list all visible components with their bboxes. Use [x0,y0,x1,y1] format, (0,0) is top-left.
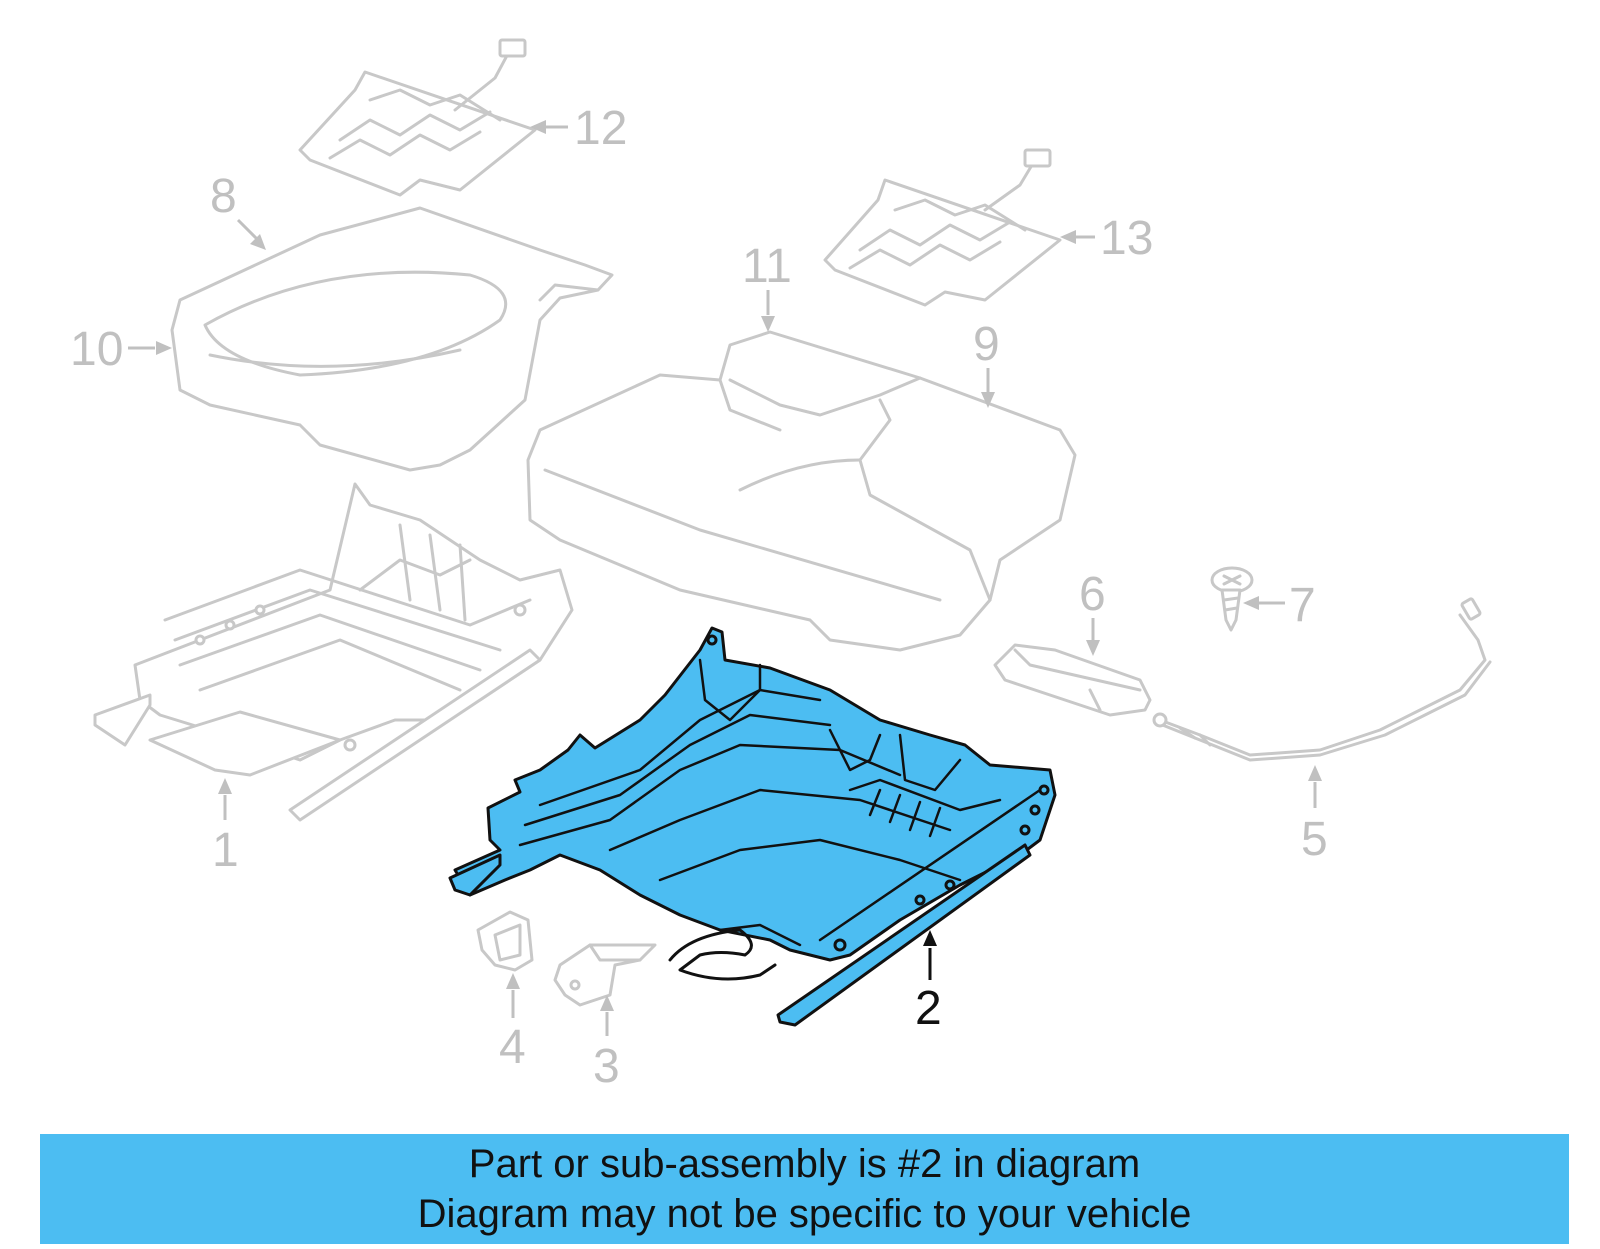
callout-4: 4 [499,1021,526,1074]
info-banner: Part or sub-assembly is #2 in diagram Di… [40,1134,1569,1244]
banner-line-disclaimer: Diagram may not be specific to your vehi… [417,1192,1192,1236]
part-9-seat-cushion[interactable] [526,330,1077,652]
part-13-heater-pad[interactable] [823,148,1062,307]
part-4-clip[interactable] [476,910,534,972]
callout-10: 10 [70,323,123,376]
callout-5: 5 [1301,813,1328,866]
leader-lines [128,120,1322,1036]
part-2-seat-track-highlighted[interactable] [448,626,1057,1027]
part-3-bracket[interactable] [553,943,657,1007]
part-8-seat-cushion[interactable] [170,206,614,472]
part-1-seat-track[interactable] [93,482,574,822]
callout-11: 11 [742,240,792,293]
callout-labels: 12 13 8 10 11 9 1 6 7 5 4 3 2 [70,102,1328,1093]
callout-1: 1 [212,824,239,877]
callout-3: 3 [593,1040,620,1093]
callout-8: 8 [210,170,237,223]
callout-7: 7 [1289,579,1316,632]
part-12-heater-pad[interactable] [298,38,537,197]
callout-6: 6 [1079,568,1106,621]
part-6-switch[interactable] [993,643,1152,717]
part-7-screw[interactable] [1210,566,1254,632]
callout-13: 13 [1100,212,1153,265]
part-5-wire-harness[interactable] [1152,597,1492,762]
callout-2: 2 [915,982,942,1035]
callout-12: 12 [574,102,627,155]
banner-line-part-number: Part or sub-assembly is #2 in diagram [468,1142,1141,1186]
callout-9: 9 [973,318,1000,371]
exploded-parts-diagram: 12 13 8 10 11 9 1 6 7 5 4 3 2 [70,38,1492,1093]
